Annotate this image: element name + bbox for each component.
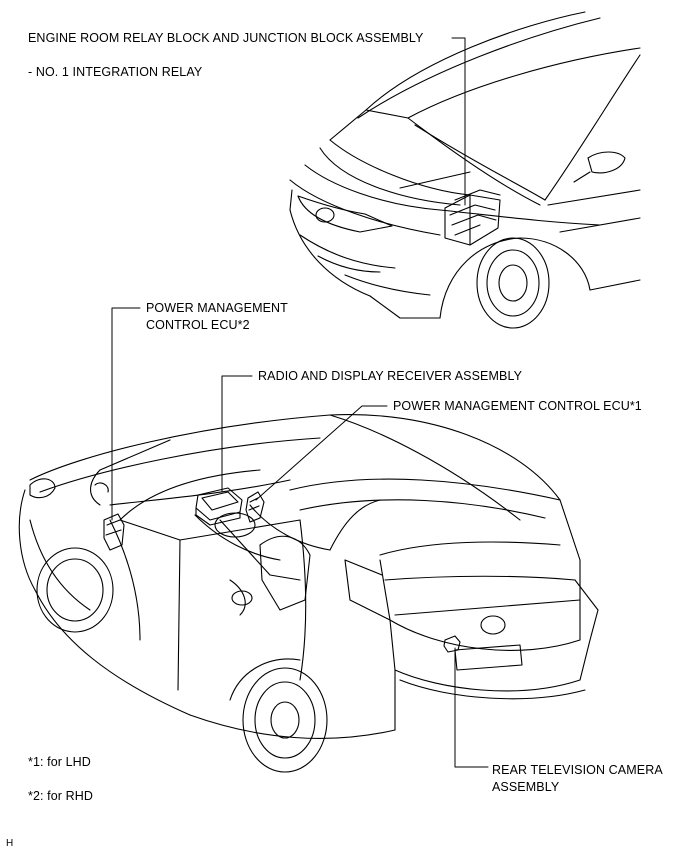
footnote-lhd: *1: for LHD (28, 755, 91, 769)
power-mgmt-ecu-lhd-label: POWER MANAGEMENT CONTROL ECU*1 (393, 399, 642, 413)
radio-display-receiver-label: RADIO AND DISPLAY RECEIVER ASSEMBLY (258, 369, 523, 383)
rear-camera-label-line2: ASSEMBLY (492, 780, 560, 794)
engine-room-relay-block-drawing (444, 189, 501, 246)
footnote-rhd: *2: for RHD (28, 789, 94, 803)
rear-camera-drawing (443, 635, 461, 653)
leader-lines (111, 37, 489, 768)
radio-display-receiver-drawing (195, 487, 243, 526)
rear-car-drawing (18, 413, 599, 773)
front-car-drawing (289, 11, 641, 329)
power-mgmt-ecu-rhd-label-line1: POWER MANAGEMENT (146, 301, 288, 315)
figure-code: H (6, 838, 14, 849)
integration-relay-label: - NO. 1 INTEGRATION RELAY (28, 65, 203, 79)
power-mgmt-ecu-lhd-drawing (245, 491, 265, 523)
power-mgmt-ecu-rhd-drawing (103, 513, 125, 551)
engine-room-relay-block-label: ENGINE ROOM RELAY BLOCK AND JUNCTION BLO… (28, 31, 424, 45)
power-mgmt-ecu-rhd-label-line2: CONTROL ECU*2 (146, 318, 250, 332)
rear-camera-label-line1: REAR TELEVISION CAMERA (492, 763, 663, 777)
